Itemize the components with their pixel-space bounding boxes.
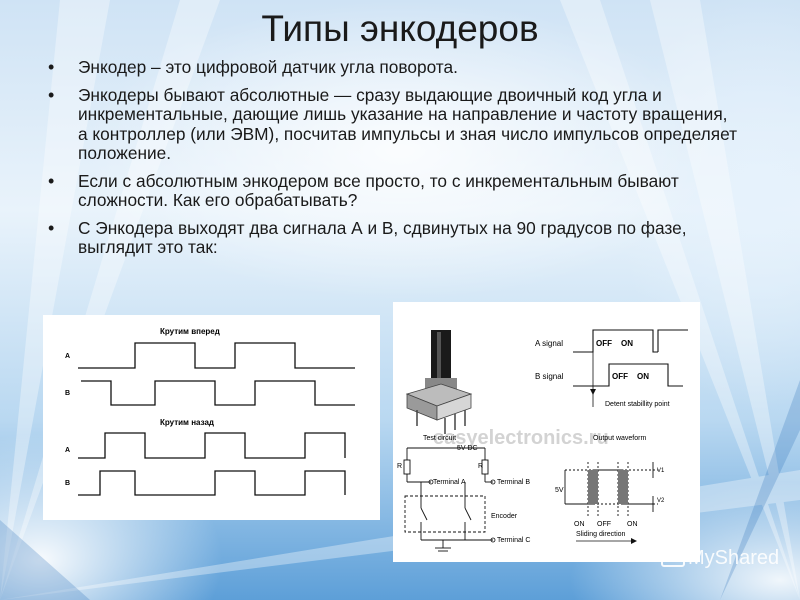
sliding-arrow-icon [631,538,637,544]
terminal-a-node [428,479,434,485]
terminal-c-node [490,537,496,543]
datasheet-svg: A signal B signal OFF ON OFF ON Detent s… [397,329,688,552]
bullet-text: Энкодеры бывают абсолютные — сразу выдаю… [78,84,738,163]
sliding-direction-label: Sliding direction [576,531,626,538]
terminal-b-node [490,479,496,485]
datasheet-signal-a-tail [657,329,688,352]
label-a-backward: A [65,447,70,454]
forward-title: Крутим вперед [160,327,220,336]
rotary-encoder-picture [405,330,473,434]
encoder-label: Encoder [491,513,518,520]
on-label-2: ON [627,521,638,528]
label-a-forward: A [65,353,70,360]
terminal-a-label: Terminal A [433,479,466,486]
supply-label: 5V DC [457,445,478,452]
b-off-label: OFF [612,372,628,381]
signal-b-backward [78,470,346,496]
bullet-dot: • [48,217,55,238]
b-on-label: ON [637,372,649,381]
bullet-text: С Энкодера выходят два сигнала А и В, сд… [78,217,687,257]
r-label-left: R [397,463,402,470]
transition-zone-left [588,470,598,504]
b-signal-label: B signal [535,372,564,381]
terminal-c-label: Terminal C [497,537,530,544]
signal-b-forward [81,380,355,406]
test-circuit-schematic [403,447,493,552]
datasheet-signal-a [573,329,658,353]
bullet-list: • Энкодер – это цифровой датчик угла пово… [48,57,738,266]
test-circuit-label: Test circuit [423,435,456,442]
five-v-label: 5V [555,487,564,494]
watermark-text: easyelectronics.ru [433,427,609,449]
a-signal-label: A signal [535,339,563,348]
detent-arrow-icon [590,389,596,395]
off-label-mid: OFF [597,521,611,528]
bullet-text: Если с абсолютным энкодером все просто, … [78,170,679,210]
bullet-item: • Энкодер – это цифровой датчик угла пово… [48,57,738,78]
r-label-right: R [478,463,483,470]
detent-label: Detent stabillity point [605,401,670,408]
bullet-dot: • [48,84,55,105]
encoder-datasheet-figure: A signal B signal OFF ON OFF ON Detent s… [393,302,700,562]
signal-a-forward [78,342,355,369]
bullet-text: Энкодер – это цифровой датчик угла повор… [78,57,458,77]
terminal-b-label: Terminal B [497,479,530,486]
output-waveform-label: Output waveform [593,435,646,442]
bullet-item: • С Энкодера выходят два сигнала А и В, с… [48,217,738,258]
bullet-item: • Энкодеры бывают абсолютные — сразу выда… [48,84,738,164]
bullet-item: • Если с абсолютным энкодером все просто,… [48,170,738,211]
transition-zone-right [618,470,628,504]
brand-text: MyShared [688,547,779,569]
v2-label: V2 [657,498,665,504]
a-on-label: ON [621,339,633,348]
on-label-1: ON [574,521,585,528]
v1-label: V1 [657,468,665,474]
datasheet-signal-b [573,363,683,387]
slide-title: Типы энкодеров [261,8,539,49]
label-b-forward: B [65,390,70,397]
bullet-dot: • [48,170,55,191]
output-waveform-plot [564,462,658,517]
a-off-label: OFF [596,339,612,348]
brand-watermark: MyShared [660,536,780,576]
bullet-dot: • [48,57,55,77]
waveform-svg: Крутим вперед A B Крутим назад A B [65,327,355,496]
quadrature-waveform-diagram: Крутим вперед A B Крутим назад A B [43,315,380,520]
brand-svg: MyShared [661,541,779,569]
signal-a-backward [78,432,346,459]
label-b-backward: B [65,480,70,487]
brand-logo-icon [661,541,685,567]
backward-title: Крутим назад [160,418,214,427]
